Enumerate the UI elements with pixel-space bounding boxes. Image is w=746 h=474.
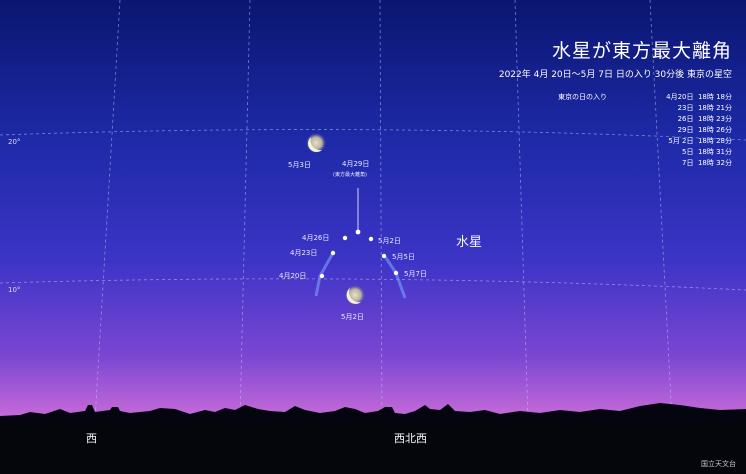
azimuth-line bbox=[649, 0, 673, 421]
sunset-row: 5日 18時 31分 bbox=[682, 148, 732, 156]
sunset-row: 5月 2日 18時 28分 bbox=[668, 137, 732, 145]
sunset-row: 7日 18時 32分 bbox=[682, 159, 732, 167]
mercury-label-may2: 5月2日 bbox=[378, 237, 401, 245]
mercury-label-apr23: 4月23日 bbox=[290, 249, 318, 257]
mercury-dot-may2 bbox=[368, 236, 374, 242]
altitude-line-10 bbox=[0, 278, 746, 291]
chart-title: 水星が東方最大離角 bbox=[551, 40, 732, 62]
ground bbox=[0, 420, 746, 474]
planet-name: 水星 bbox=[456, 235, 483, 250]
azimuth-line bbox=[94, 0, 121, 421]
azimuth-line bbox=[514, 0, 529, 421]
mercury-label-apr20: 4月20日 bbox=[279, 272, 307, 280]
direction-west: 西 bbox=[86, 432, 97, 445]
direction-wnw: 西北西 bbox=[394, 432, 427, 445]
mercury-label-apr29: 4月29日 bbox=[342, 160, 370, 168]
moon-label-may3: 5月3日 bbox=[288, 161, 311, 169]
mercury-dot-apr20 bbox=[319, 273, 325, 279]
mercury-label-apr26: 4月26日 bbox=[302, 234, 330, 242]
grid-lines bbox=[0, 0, 746, 421]
sunset-row: 29日 18時 26分 bbox=[677, 126, 732, 134]
altitude-label-20: 20° bbox=[8, 138, 21, 146]
sunset-row: 23日 18時 21分 bbox=[677, 104, 732, 112]
moon-may3 bbox=[306, 133, 326, 153]
mercury-label-may7: 5月7日 bbox=[404, 270, 427, 278]
elongation-note: (東方最大離角) bbox=[333, 172, 367, 178]
chart-subtitle: 2022年 4月 20日〜5月 7日 日の入り 30分後 東京の星空 bbox=[498, 70, 732, 80]
mercury-dots bbox=[319, 229, 399, 279]
mercury-dot-apr29 bbox=[355, 229, 361, 235]
mercury-dot-apr26 bbox=[342, 235, 348, 241]
moon-may2 bbox=[345, 285, 365, 305]
altitude-label-10: 10° bbox=[8, 286, 21, 294]
sunset-table-header: 東京の日の入り bbox=[558, 93, 607, 101]
moon-label-may2: 5月2日 bbox=[341, 313, 364, 321]
credit-label: 国立天文台 bbox=[701, 460, 736, 468]
azimuth-line bbox=[379, 0, 383, 421]
mercury-dot-may5 bbox=[381, 253, 387, 259]
mercury-dot-may7 bbox=[393, 270, 399, 276]
mercury-dot-apr23 bbox=[330, 250, 336, 256]
mercury-label-may5: 5月5日 bbox=[392, 253, 415, 261]
altitude-line-20 bbox=[0, 129, 746, 141]
sunset-row: 4月20日 18時 18分 bbox=[666, 93, 732, 101]
azimuth-line bbox=[239, 0, 251, 421]
sunset-row: 26日 18時 23分 bbox=[677, 115, 732, 123]
